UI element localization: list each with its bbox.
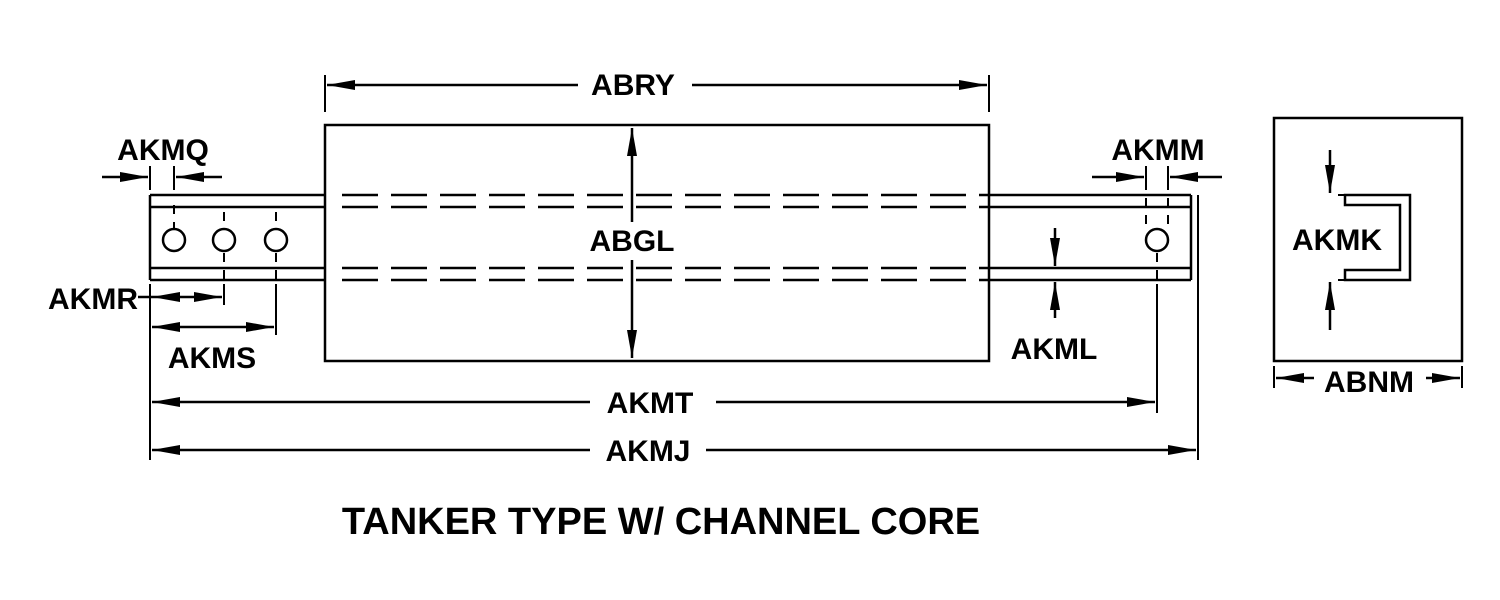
label-akmt: AKMT (607, 387, 694, 420)
end-view (1272, 116, 1464, 388)
mounting-holes (161, 227, 1170, 253)
dimension-lines (102, 80, 1222, 455)
hole-center-lines (173, 198, 1169, 282)
hidden-core-lines (342, 193, 989, 282)
label-akmj: AKMJ (605, 435, 690, 468)
label-akmk: AKMK (1292, 224, 1382, 257)
end-view-outline (1272, 116, 1464, 363)
label-akmm: AKMM (1111, 134, 1204, 167)
extension-lines (149, 75, 1199, 460)
label-akms: AKMS (168, 342, 256, 375)
label-akml: AKML (1011, 333, 1098, 366)
label-abgl: ABGL (590, 225, 675, 258)
label-abry: ABRY (591, 69, 675, 102)
label-abnm: ABNM (1324, 366, 1414, 399)
dimension-labels: ABRY ABGL AKMQ AKMM AKMR AKMS AKML AKMT … (48, 69, 1414, 543)
label-akmq: AKMQ (117, 134, 209, 167)
channel-core (148, 193, 1193, 282)
drawing-title: TANKER TYPE W/ CHANNEL CORE (342, 501, 980, 543)
channel-profile (1343, 193, 1412, 282)
tank-body (323, 123, 991, 363)
label-akmr: AKMR (48, 283, 138, 316)
